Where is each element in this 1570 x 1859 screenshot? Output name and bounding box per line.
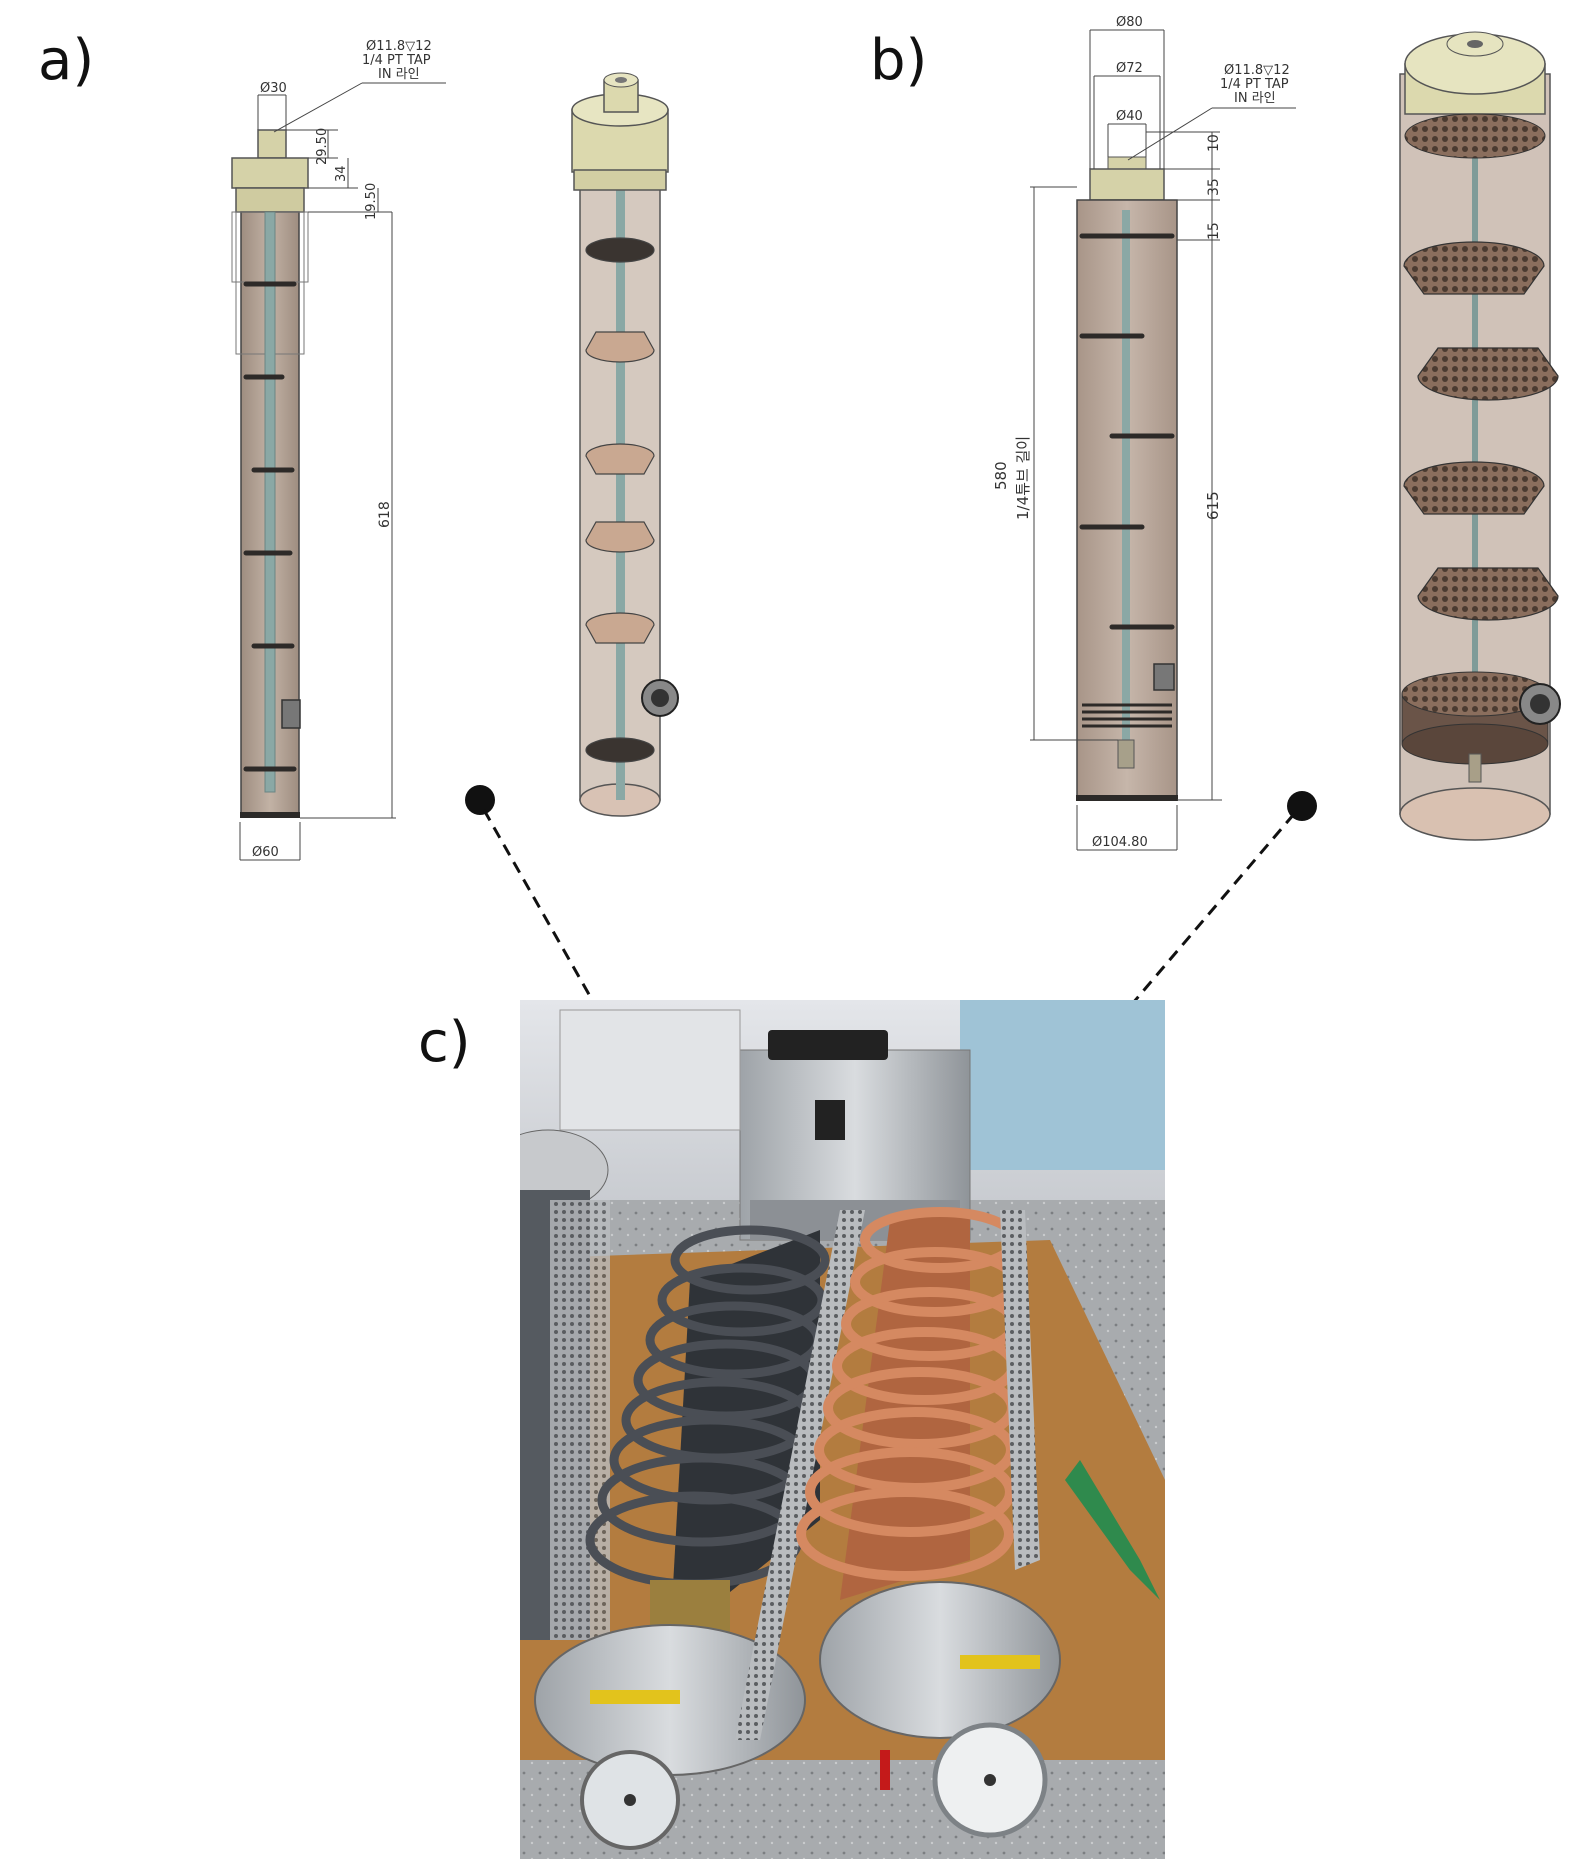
render-b-baffles [1403, 241, 1559, 621]
panel-label-b: b) [870, 28, 928, 93]
connector-dot-b [1287, 791, 1317, 821]
dim-b-top-d3: Ø40 [1116, 109, 1143, 124]
dim-b-tube-length-value: 580 [992, 461, 1010, 490]
side-port-b [1153, 663, 1175, 691]
dim-b-2: 35 [1206, 178, 1222, 196]
panel-label-c: c) [418, 1010, 471, 1075]
connector-dot-a [465, 785, 495, 815]
tap-a-line2: 1/4 PT TAP [362, 53, 431, 68]
photo-c-reactors [520, 1000, 1165, 1859]
shaft-a [264, 211, 276, 793]
shaft-b [1122, 210, 1130, 740]
dim-a-length: 618 [377, 501, 393, 528]
panel-label-a: a) [38, 28, 95, 93]
dim-b-bottom-diameter: Ø104.80 [1092, 835, 1148, 850]
dim-a-1: 29.50 [315, 128, 330, 165]
end-cap-b [1089, 168, 1165, 201]
distributor-b [1082, 703, 1172, 728]
dim-b-tube-length-label: 1/4튜브 길이 [1014, 436, 1032, 520]
inlet-stub-a [257, 129, 287, 159]
photo-reactor-b [796, 1207, 1061, 1838]
tap-a-line3: IN 라인 [378, 67, 420, 82]
baffles-a [243, 281, 297, 772]
render-b-3d [1399, 31, 1561, 841]
dim-a-3: 19.50 [364, 183, 379, 220]
base-plate-b [1076, 795, 1178, 801]
dim-a-inlet-diameter: Ø30 [260, 81, 287, 96]
tap-b-line2: 1/4 PT TAP [1220, 77, 1289, 92]
tap-b-line3: IN 라인 [1234, 91, 1276, 106]
dim-b-3: 15 [1206, 222, 1222, 240]
dim-b-top-d2: Ø72 [1116, 61, 1143, 76]
tap-a-line1: Ø11.8▽12 [366, 39, 432, 54]
tap-b-line1: Ø11.8▽12 [1224, 63, 1290, 78]
photo-flange-b [819, 1581, 1061, 1739]
dim-b-top-d1: Ø80 [1116, 15, 1143, 30]
dim-b-1: 10 [1206, 134, 1222, 152]
base-plate-a [240, 812, 300, 818]
dim-b-length: 615 [1204, 491, 1222, 520]
dim-a-bottom-diameter: Ø60 [252, 845, 279, 860]
dim-a-2: 34 [334, 165, 349, 182]
render-a-baffles [585, 237, 655, 763]
photo-pliers [1065, 1460, 1160, 1600]
render-a-3d [571, 72, 679, 817]
baffles-b [1079, 233, 1175, 630]
side-port-a [281, 699, 301, 729]
